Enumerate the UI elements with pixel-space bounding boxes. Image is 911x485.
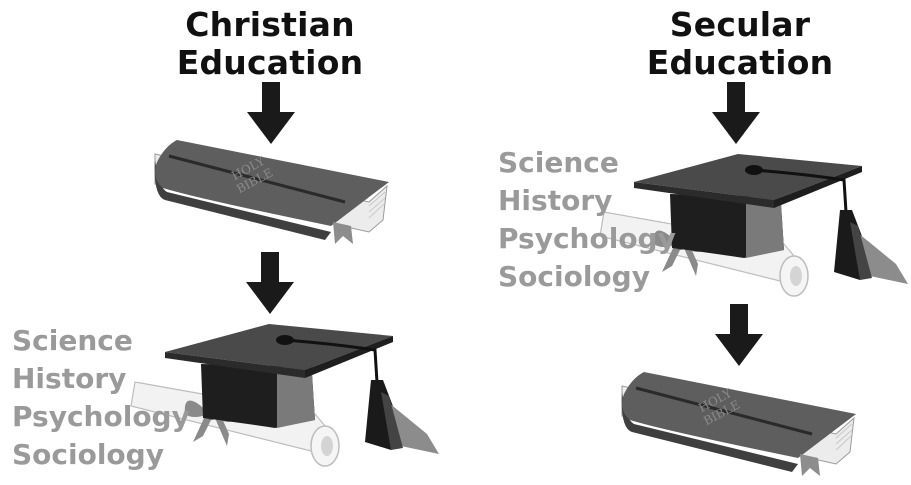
right-subject-list: Science History Psychology Sociology	[498, 144, 676, 296]
subject-item: Sociology	[498, 260, 650, 293]
arrow-down-icon	[712, 82, 760, 144]
subject-item: Sociology	[12, 438, 164, 471]
arrow-down-icon	[247, 82, 295, 144]
bible-icon	[153, 138, 391, 246]
subject-item: History	[498, 184, 613, 217]
subject-item: Science	[498, 146, 619, 179]
subject-item: History	[12, 362, 127, 395]
subject-item: Psychology	[12, 400, 190, 433]
title-line: Christian	[185, 5, 355, 44]
christian-education-title: Christian Education	[160, 6, 380, 82]
title-line: Education	[176, 43, 364, 82]
secular-education-title: Secular Education	[630, 6, 850, 82]
subject-item: Science	[12, 324, 133, 357]
bible-icon	[620, 370, 858, 478]
title-line: Education	[646, 43, 834, 82]
arrow-down-icon	[246, 252, 294, 314]
left-subject-list: Science History Psychology Sociology	[12, 322, 190, 474]
arrow-down-icon	[715, 304, 763, 366]
title-line: Secular	[669, 5, 811, 44]
subject-item: Psychology	[498, 222, 676, 255]
